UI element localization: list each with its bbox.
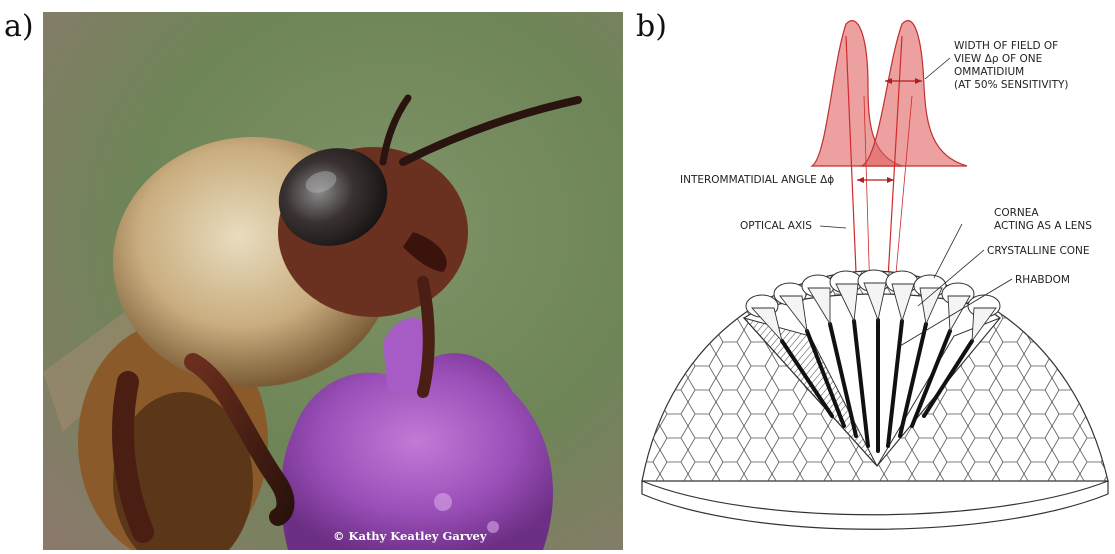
annotation-fov-1: WIDTH OF FIELD OF — [954, 40, 1058, 52]
photo-credit: © Kathy Keatley Garvey — [333, 529, 487, 543]
annotation-cornea-1: CORNEA — [994, 207, 1039, 219]
annotation-interommatidial-angle: INTEROMMATIDIAL ANGLE Δϕ — [680, 174, 834, 186]
annotation-fov-3: OMMATIDIUM — [954, 66, 1024, 78]
annotation-rhabdom: RHABDOM — [1015, 274, 1070, 286]
sensitivity-curve-right — [862, 21, 967, 166]
annotation-fov-2: VIEW Δρ OF ONE — [954, 53, 1042, 65]
eye-base — [642, 481, 1108, 529]
bee-photo: © Kathy Keatley Garvey — [43, 12, 623, 550]
annotation-optical-axis: OPTICAL AXIS — [740, 220, 812, 232]
bee-leg-back — [423, 282, 429, 392]
compound-eye-diagram: WIDTH OF FIELD OF VIEW Δρ OF ONE OMMATID… — [632, 6, 1115, 550]
annotation-crystalline-cone: CRYSTALLINE CONE — [987, 245, 1090, 257]
annotation-cornea-2: ACTING AS A LENS — [994, 220, 1092, 232]
annotation-fov-4: (AT 50% SENSITIVITY) — [954, 79, 1069, 91]
panel-label-a: a) — [4, 12, 34, 42]
